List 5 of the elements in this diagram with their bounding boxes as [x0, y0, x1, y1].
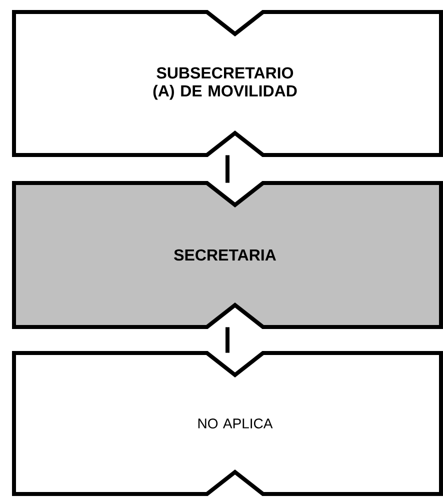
process-box: SUBSECRETARIO (A) DE MOVILIDAD — [12, 10, 443, 157]
process-box: SECRETARIA — [12, 181, 443, 329]
connector-line — [226, 155, 230, 183]
connector-line — [226, 327, 230, 353]
process-box: NO APLICA — [12, 351, 443, 496]
